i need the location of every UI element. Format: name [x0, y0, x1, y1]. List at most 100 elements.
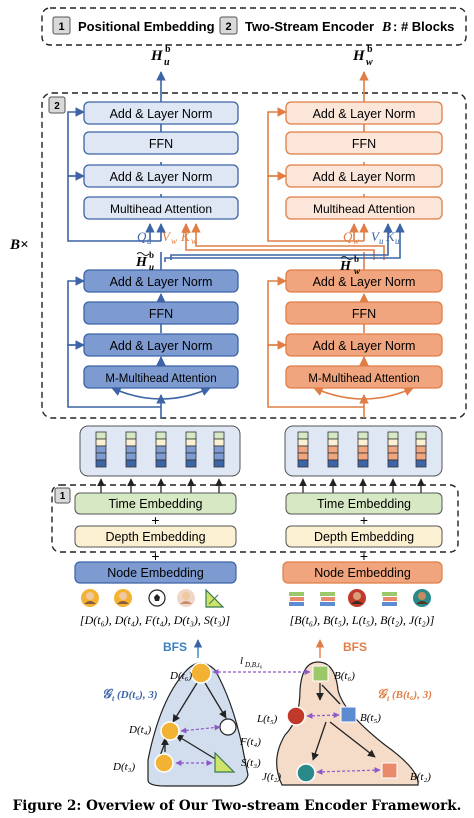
left-top-addnorm-1: [83, 164, 239, 188]
left-bottom-ffn: [83, 301, 239, 325]
right-top-ffn-label: FFN: [352, 137, 376, 151]
left-bottom-addnorm-1: [83, 333, 239, 357]
right-tree-nodes: [286, 665, 398, 783]
left-token-vector: [185, 431, 197, 468]
figure-caption: Figure 2: Overview of Our Two-stream Enc…: [13, 798, 462, 814]
svg-text:K: K: [180, 229, 191, 244]
right-top-addnorm-1: [285, 164, 443, 188]
upward-arrows: [97, 478, 425, 493]
link-label: l D,B,t₆: [240, 655, 263, 669]
svg-text:B(t₆): B(t₆): [334, 670, 355, 682]
right-bottom-addnorm-2-label: Add & Layer Norm: [313, 275, 416, 289]
right-icon-row: [289, 589, 431, 607]
svg-text:(D(t₆), 3): (D(t₆), 3): [117, 689, 158, 701]
left-bottom-addnorm-2: [83, 269, 239, 293]
left-tree-region: [147, 662, 249, 787]
svg-text:V: V: [162, 229, 172, 244]
right-tree-edges: [311, 683, 376, 761]
svg-text:w: w: [353, 236, 359, 246]
svg-text:b: b: [149, 250, 154, 260]
svg-text:b: b: [367, 44, 373, 55]
right-bottom-attention-label: M-Multihead Attention: [308, 373, 419, 385]
right-tree-node-labels: B(t₆) L(t₅) B(t₅) J(t₂) B(t₂): [256, 670, 431, 783]
legend-box: 1 Positional Embedding 2 Two-Stream Enco…: [41, 7, 467, 46]
right-time-embedding: [285, 492, 443, 515]
right-top-addnorm-1-label: Add & Layer Norm: [313, 170, 416, 184]
right-bottom-ffn: [285, 301, 443, 325]
right-time-embedding-label: Time Embedding: [317, 497, 411, 511]
svg-text:(B(t₆), 3): (B(t₆), 3): [392, 689, 432, 701]
left-bottom-addnorm-2-label: Add & Layer Norm: [110, 275, 213, 289]
encoder-box: [41, 92, 467, 419]
svg-text:t: t: [387, 694, 390, 703]
right-depth-embedding: [285, 525, 443, 548]
svg-text:L(t₅): L(t₅): [256, 713, 278, 725]
encoder-badge: [48, 96, 66, 114]
left-sequence: [D(t₆), D(t₄), F(t₄), D(t₃), S(t₃)]: [80, 613, 230, 627]
positional-badge-num: 1: [60, 491, 66, 502]
svg-text:u: u: [379, 236, 384, 246]
encoder-badge-num: 2: [54, 101, 60, 112]
book-stack-icon: [382, 592, 397, 606]
right-node-embedding-label: Node Embedding: [314, 566, 411, 580]
book-stack-icon: [320, 592, 335, 606]
right-token-vector: [357, 431, 369, 468]
svg-text:w: w: [366, 57, 373, 68]
right-token-vector: [387, 431, 399, 468]
qkv-right-labels: Q w V u K u: [343, 229, 400, 246]
positional-badge: [54, 487, 71, 504]
person-j-icon: [413, 589, 431, 607]
left-top-addnorm-1-label: Add & Layer Norm: [110, 170, 213, 184]
svg-text:w: w: [171, 236, 177, 246]
legend-blocks-label: : # Blocks: [393, 19, 454, 34]
left-top-addnorm-2-label: Add & Layer Norm: [110, 107, 213, 121]
left-tree-node-labels: D(t₆) D(t₄) F(t₄) D(t₃) S(t₃): [112, 670, 261, 773]
left-top-attention-label: Multihead Attention: [110, 202, 212, 216]
right-top-attention: [285, 196, 443, 220]
right-depth-embedding-label: Depth Embedding: [314, 530, 414, 544]
right-node-embedding: [282, 561, 443, 584]
left-bfs-label: BFS: [163, 640, 187, 654]
left-token-vector: [125, 431, 137, 468]
svg-text:H: H: [352, 48, 366, 64]
mid-right-label: H b w: [339, 254, 361, 276]
svg-text:V: V: [371, 229, 381, 244]
right-top-addnorm-2: [285, 101, 443, 125]
repeat-label: B×: [9, 237, 29, 253]
svg-text:t: t: [112, 694, 115, 703]
left-graph-label: 𝒢 t (D(t₆), 3): [102, 686, 158, 703]
left-top-ffn: [83, 131, 239, 155]
svg-text:H: H: [150, 48, 164, 64]
svg-text:D(t₄): D(t₄): [128, 724, 151, 736]
right-token-vector: [415, 431, 427, 468]
left-bottom-ffn-label: FFN: [149, 307, 173, 321]
left-bottom-attention: [83, 365, 239, 389]
left-time-embedding-label: Time Embedding: [108, 497, 202, 511]
svg-text:B(t₂): B(t₂): [410, 771, 431, 783]
right-bottom-addnorm-1-label: Add & Layer Norm: [313, 339, 416, 353]
svg-text:b: b: [354, 254, 359, 264]
output-left-label: H b u: [150, 44, 171, 68]
right-top-attention-label: Multihead Attention: [313, 202, 415, 216]
right-sequence: [B(t₆), B(t₅), L(t₅), B(t₂), J(t₂)]: [290, 613, 435, 627]
left-bottom-addnorm-1-label: Add & Layer Norm: [110, 339, 213, 353]
left-icon-row: [81, 588, 225, 608]
svg-text:D,B,t₆: D,B,t₆: [244, 661, 263, 669]
set-square-icon: [205, 588, 225, 608]
left-tree-nodes: [154, 662, 237, 773]
svg-text:J(t₂): J(t₂): [262, 771, 281, 783]
left-node-embedding: [74, 561, 237, 584]
svg-text:w: w: [191, 236, 197, 246]
legend-num-2: 2: [225, 21, 231, 33]
svg-text:H: H: [339, 259, 352, 274]
svg-text:u: u: [149, 262, 154, 272]
right-bfs-label: BFS: [343, 640, 367, 654]
purple-links: [175, 669, 381, 775]
qkv-left-labels: Q u V w K w: [137, 229, 197, 246]
svg-text:H: H: [135, 255, 148, 270]
svg-text:u: u: [147, 236, 152, 246]
svg-text:b: b: [165, 44, 171, 55]
left-token-vector: [95, 431, 107, 468]
right-top-ffn: [285, 131, 443, 155]
